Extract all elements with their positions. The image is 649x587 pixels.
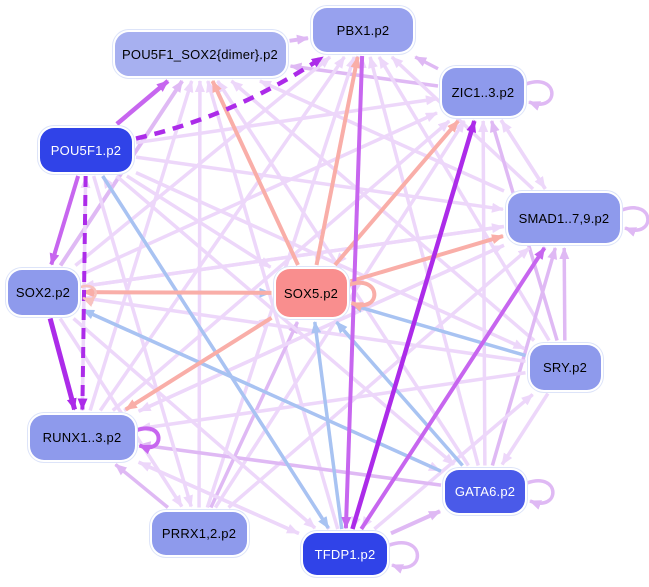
edge-gata6-sox2 bbox=[82, 308, 442, 473]
node-label-sry: SRY.p2 bbox=[542, 359, 588, 375]
edge-sox5-pbx1 bbox=[314, 56, 361, 266]
edge-sox2-prrx bbox=[58, 317, 184, 508]
self-loop-gata6 bbox=[526, 479, 555, 510]
node-sox5[interactable]: SOX5.p2 bbox=[275, 269, 347, 317]
node-runx[interactable]: RUNX1..3.p2 bbox=[29, 414, 135, 460]
edge-tfdp1-zic bbox=[350, 120, 477, 530]
edge-runx-zic bbox=[111, 119, 451, 412]
edge-sox2-zic bbox=[81, 111, 438, 276]
node-dimer[interactable]: POU5F1_SOX2{dimer}.p2 bbox=[114, 32, 286, 76]
node-label-pou5f1: POU5F1.p2 bbox=[50, 142, 122, 158]
edge-sox5-runx bbox=[124, 316, 273, 412]
node-label-smad: SMAD1..7,9.p2 bbox=[518, 210, 610, 226]
node-label-runx: RUNX1..3.p2 bbox=[42, 429, 122, 445]
node-prrx[interactable]: PRRX1,2.p2 bbox=[151, 511, 247, 555]
node-label-zic: ZIC1..3.p2 bbox=[451, 84, 515, 100]
node-label-sox5: SOX5.p2 bbox=[283, 285, 339, 301]
edge-gata6-sox5 bbox=[335, 320, 464, 467]
edge-sry-runx bbox=[138, 370, 526, 433]
edge-pbx1-tfdp1 bbox=[341, 55, 365, 529]
edge-sox5-smad bbox=[349, 234, 504, 284]
edge-tfdp1-smad bbox=[359, 246, 547, 531]
node-label-sox2: SOX2.p2 bbox=[15, 284, 71, 300]
edge-zic-smad bbox=[499, 119, 547, 189]
edge-sox2-tfdp1 bbox=[72, 317, 317, 530]
self-loop-smad bbox=[621, 206, 649, 237]
edge-pou5f1-sox5 bbox=[125, 174, 272, 269]
edge-pou5f1-prrx bbox=[91, 175, 193, 508]
self-loop-sox2 bbox=[79, 284, 97, 307]
edge-sry-sox5 bbox=[350, 303, 526, 358]
edge-runx-tfdp1 bbox=[137, 460, 299, 535]
node-sox2[interactable]: SOX2.p2 bbox=[8, 269, 78, 315]
node-label-gata6: GATA6.p2 bbox=[454, 483, 516, 499]
edge-sox5-dimer bbox=[210, 80, 300, 266]
node-label-dimer: POU5F1_SOX2{dimer}.p2 bbox=[122, 46, 278, 62]
edge-prrx-runx bbox=[114, 463, 170, 509]
edge-pou5f1-gata6 bbox=[115, 174, 456, 466]
edge-pou5f1-zic bbox=[135, 95, 438, 145]
node-smad[interactable]: SMAD1..7,9.p2 bbox=[508, 193, 620, 243]
node-label-tfdp1: TFDP1.p2 bbox=[314, 546, 376, 562]
edge-tfdp1-gata6 bbox=[390, 509, 441, 536]
edge-zic-pbx1 bbox=[414, 55, 439, 71]
edge-runx-pbx1 bbox=[98, 56, 346, 412]
edge-pou5f1-runx bbox=[77, 175, 88, 411]
edge-gata6-runx bbox=[138, 441, 442, 487]
self-loop-runx bbox=[135, 426, 161, 455]
edge-tfdp1-sox5 bbox=[311, 321, 344, 530]
edge-pou5f1-dimer bbox=[115, 79, 170, 126]
self-loop-zic bbox=[525, 80, 554, 111]
edge-pou5f1-sox2 bbox=[49, 175, 81, 266]
edge-sox5-sox2 bbox=[82, 287, 272, 298]
edge-gata6-zic bbox=[478, 120, 489, 466]
edge-sry-sox2 bbox=[82, 294, 526, 364]
edge-dimer-pbx1 bbox=[289, 34, 309, 45]
edge-sox2-pbx1 bbox=[74, 55, 332, 267]
node-label-pbx1: PBX1.p2 bbox=[336, 22, 390, 38]
node-sry[interactable]: SRY.p2 bbox=[529, 344, 601, 390]
edge-pou5f1-sry bbox=[135, 171, 526, 351]
node-pbx1[interactable]: PBX1.p2 bbox=[313, 8, 413, 52]
edge-sox2-dimer bbox=[58, 79, 184, 267]
edge-sox2-runx bbox=[47, 317, 78, 411]
node-label-prrx: PRRX1,2.p2 bbox=[161, 525, 237, 541]
edge-pou5f1-smad bbox=[135, 155, 504, 213]
edge-pou5f1-pbx1 bbox=[135, 55, 325, 141]
node-pou5f1[interactable]: POU5F1.p2 bbox=[40, 128, 132, 172]
edge-smad-dimer bbox=[259, 79, 505, 193]
node-zic[interactable]: ZIC1..3.p2 bbox=[442, 68, 524, 116]
node-tfdp1[interactable]: TFDP1.p2 bbox=[303, 533, 387, 575]
edge-sry-smad bbox=[559, 247, 570, 341]
edge-smad-runx bbox=[138, 243, 505, 413]
self-loop-tfdp1 bbox=[388, 541, 420, 574]
node-gata6[interactable]: GATA6.p2 bbox=[445, 469, 525, 513]
self-loop-sox5 bbox=[347, 280, 377, 312]
edge-sry-gata6 bbox=[500, 392, 550, 466]
